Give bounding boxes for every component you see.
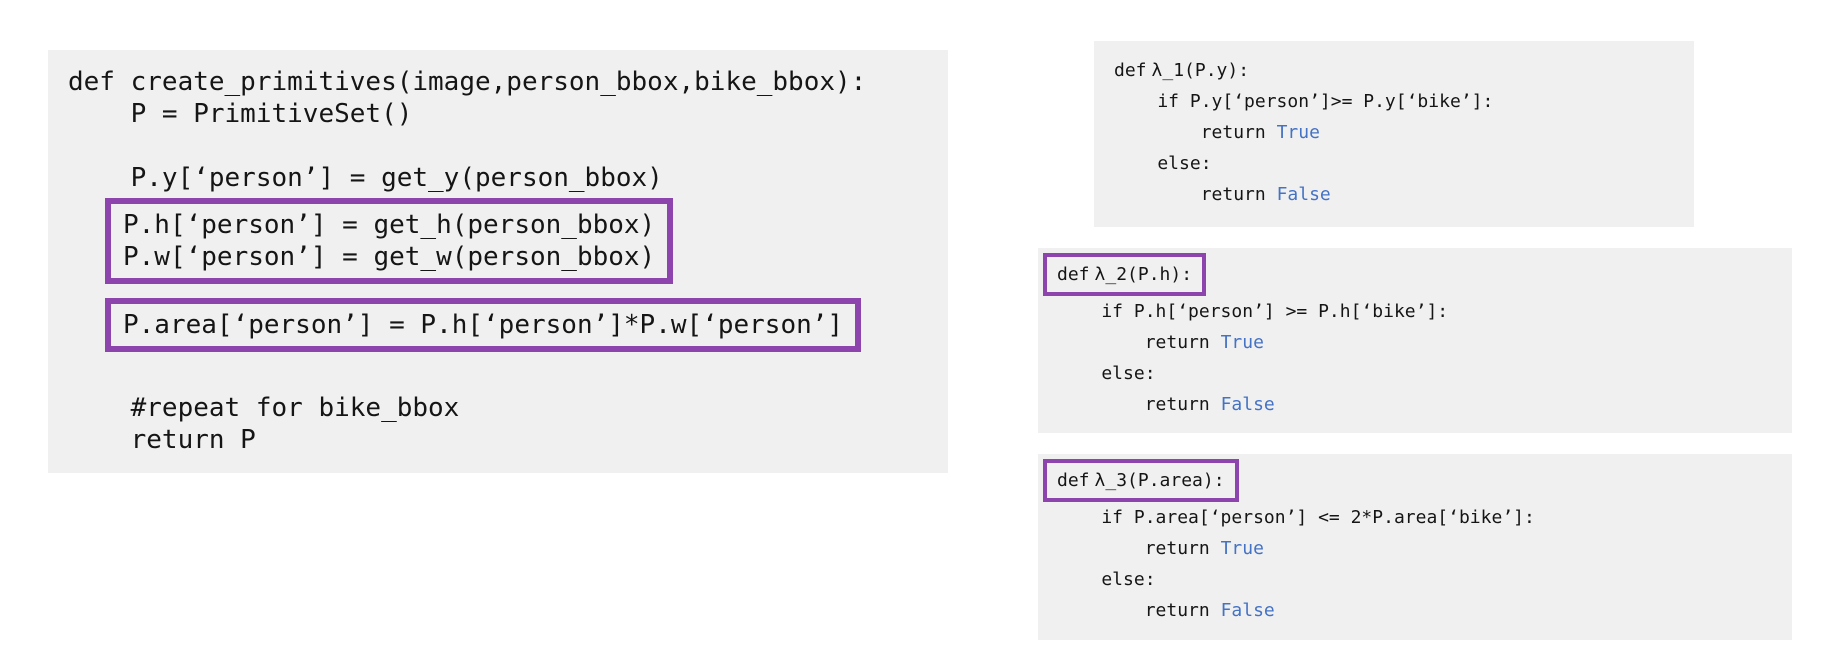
code-line-else: else: [1058, 569, 1156, 590]
code-line-if: if P.h[‘person’] >= P.h[‘bike’]: [1058, 301, 1449, 322]
code-line-return-true: return True [1094, 117, 1694, 148]
code-line-def: def create_primitives(image,person_bbox,… [68, 67, 867, 97]
highlight-box-area: P.area[‘person’] = P.h[‘person’]*P.w[‘pe… [105, 298, 862, 352]
code-line-return-false: return False [1038, 595, 1792, 626]
code-line-return-true: return True [1038, 327, 1792, 358]
def-keyword: def [1114, 60, 1147, 81]
return-keyword: return [1058, 332, 1221, 353]
code-line-py: P.y[‘person’] = get_y(person_bbox) [68, 163, 663, 193]
code-line-pw: P.w[‘person’] = get_w(person_bbox) [123, 242, 656, 272]
code-line-parea: P.area[‘person’] = P.h[‘person’]*P.w[‘pe… [123, 310, 844, 340]
return-keyword: return [1114, 184, 1277, 205]
code-line-else: else: [1058, 363, 1156, 384]
create-primitives-code-block: def create_primitives(image,person_bbox,… [48, 50, 948, 473]
return-keyword: return [1058, 538, 1221, 559]
code-line-return-false: return False [1038, 389, 1792, 420]
code-line-init: P = PrimitiveSet() [68, 99, 413, 129]
lambda-2-signature: λ_2(P.h): [1094, 264, 1193, 285]
code-line-ph: P.h[‘person’] = get_h(person_bbox) [123, 210, 656, 240]
true-literal: True [1220, 332, 1264, 353]
code-line-if: if P.area[‘person’] <= 2*P.area[‘bike’]: [1058, 507, 1535, 528]
code-line-if: if P.y[‘person’]>= P.y[‘bike’]: [1114, 91, 1494, 112]
code-line-return: return P [68, 425, 256, 455]
false-literal: False [1220, 600, 1275, 621]
return-keyword: return [1114, 122, 1277, 143]
code-line-else: else: [1114, 153, 1212, 174]
return-keyword: return [1058, 600, 1221, 621]
code-line-return-false: return False [1094, 179, 1694, 210]
blank-line [68, 356, 948, 392]
code-line-comment: #repeat for bike_bbox [68, 393, 460, 423]
return-keyword: return [1058, 394, 1221, 415]
highlight-box-h-w: P.h[‘person’] = get_h(person_bbox) P.w[‘… [105, 198, 674, 284]
true-literal: True [1276, 122, 1320, 143]
true-literal: True [1220, 538, 1264, 559]
blank-line [68, 130, 948, 162]
def-keyword: def [1057, 470, 1090, 491]
false-literal: False [1220, 394, 1275, 415]
false-literal: False [1276, 184, 1331, 205]
def-keyword: def [1057, 264, 1090, 285]
lambda-3-signature: λ_3(P.area): [1094, 470, 1225, 491]
code-line-return-true: return True [1038, 533, 1792, 564]
lambda-1-signature: λ_1(P.y): [1151, 60, 1250, 81]
